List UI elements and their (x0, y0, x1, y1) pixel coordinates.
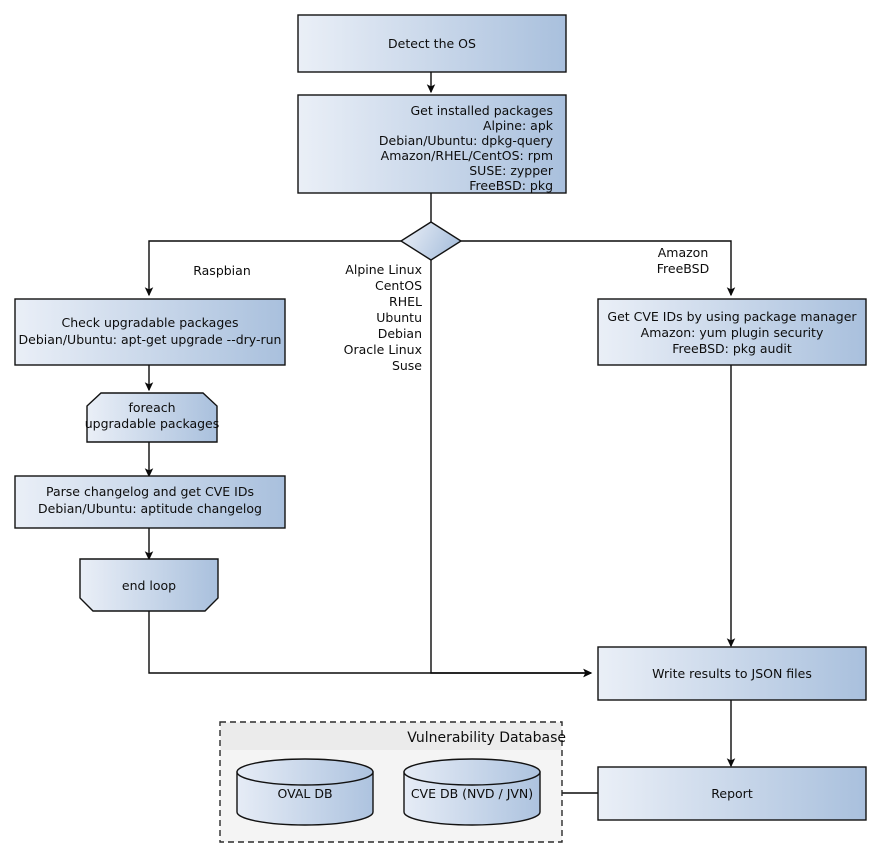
edge-label-distro-3: Ubuntu (376, 310, 422, 325)
edge-label-raspbian: Raspbian (193, 263, 251, 278)
edge-label-amazon-freebsd: Amazon FreeBSD (657, 245, 709, 276)
node-get-installed-packages-line-4: SUSE: zypper (469, 163, 554, 178)
connectors (144, 72, 736, 794)
node-check-upgradable-line-1: Debian/Ubuntu: apt-get upgrade --dry-run (19, 332, 282, 347)
node-get-cve-ids-line-0: Get CVE IDs by using package manager (607, 309, 857, 324)
node-foreach-line-0: foreach (128, 400, 175, 415)
node-decision-diamond[interactable] (399, 221, 463, 261)
node-write-results[interactable]: Write results to JSON files (597, 646, 867, 701)
node-get-installed-packages-line-2: Debian/Ubuntu: dpkg-query (379, 133, 554, 148)
edge-label-amazon: Amazon (658, 245, 709, 260)
node-get-installed-packages[interactable]: Get installed packages Alpine: apk Debia… (297, 94, 567, 194)
edge-decision-to-write-results (430, 260, 593, 678)
node-parse-changelog-line-0: Parse changelog and get CVE IDs (46, 484, 254, 499)
node-get-cve-ids-package-manager[interactable]: Get CVE IDs by using package manager Ama… (597, 298, 867, 366)
edge-label-distro-4: Debian (378, 326, 422, 341)
node-get-installed-packages-line-3: Amazon/RHEL/CentOS: rpm (381, 148, 553, 163)
node-cve-db-label: CVE DB (NVD / JVN) (411, 786, 533, 801)
node-get-cve-ids-line-2: FreeBSD: pkg audit (672, 341, 792, 356)
edge-label-distro-5: Oracle Linux (344, 342, 422, 357)
node-parse-changelog-line-1: Debian/Ubuntu: aptitude changelog (38, 501, 262, 516)
group-vulnerability-database: Vulnerability Database OVAL DB CVE DB (N… (219, 721, 566, 843)
edge-decision-to-raspbian-branch (144, 240, 401, 297)
node-oval-db-label: OVAL DB (277, 786, 332, 801)
edge-label-distro-6: Suse (392, 358, 422, 373)
node-check-upgradable-line-0: Check upgradable packages (62, 315, 239, 330)
node-get-installed-packages-line-5: FreeBSD: pkg (469, 178, 553, 193)
edge-endloop-to-write-results (148, 611, 593, 678)
edge-label-distro-0: Alpine Linux (345, 262, 422, 277)
node-get-cve-ids-line-1: Amazon: yum plugin security (641, 325, 824, 340)
node-foreach-line-1: upgradable packages (85, 416, 220, 431)
node-report[interactable]: Report (597, 766, 867, 821)
node-cve-db[interactable]: CVE DB (NVD / JVN) (403, 758, 541, 826)
edge-label-distro-1: CentOS (375, 278, 422, 293)
node-detect-os[interactable]: Detect the OS (297, 14, 567, 73)
node-end-loop-label: end loop (122, 578, 176, 593)
edge-label-middle-distros: Alpine Linux CentOS RHEL Ubuntu Debian O… (344, 262, 423, 373)
node-foreach-loop-start[interactable]: foreach upgradable packages (85, 392, 220, 443)
node-report-label: Report (711, 786, 753, 801)
edge-decision-to-amazon-branch (461, 240, 736, 297)
group-vulnerability-database-header (221, 723, 561, 750)
edge-label-freebsd: FreeBSD (657, 261, 709, 276)
node-oval-db[interactable]: OVAL DB (236, 758, 374, 826)
node-end-loop[interactable]: end loop (79, 558, 219, 612)
node-get-installed-packages-line-0: Get installed packages (410, 103, 553, 118)
edge-label-distro-2: RHEL (389, 294, 422, 309)
node-detect-os-label: Detect the OS (388, 36, 476, 51)
node-check-upgradable-packages[interactable]: Check upgradable packages Debian/Ubuntu:… (14, 298, 286, 366)
edge-label-raspbian-text: Raspbian (193, 263, 251, 278)
node-write-results-label: Write results to JSON files (652, 666, 812, 681)
node-parse-changelog[interactable]: Parse changelog and get CVE IDs Debian/U… (14, 475, 286, 529)
node-get-installed-packages-line-1: Alpine: apk (483, 118, 554, 133)
group-vulnerability-database-title: Vulnerability Database (407, 730, 566, 746)
